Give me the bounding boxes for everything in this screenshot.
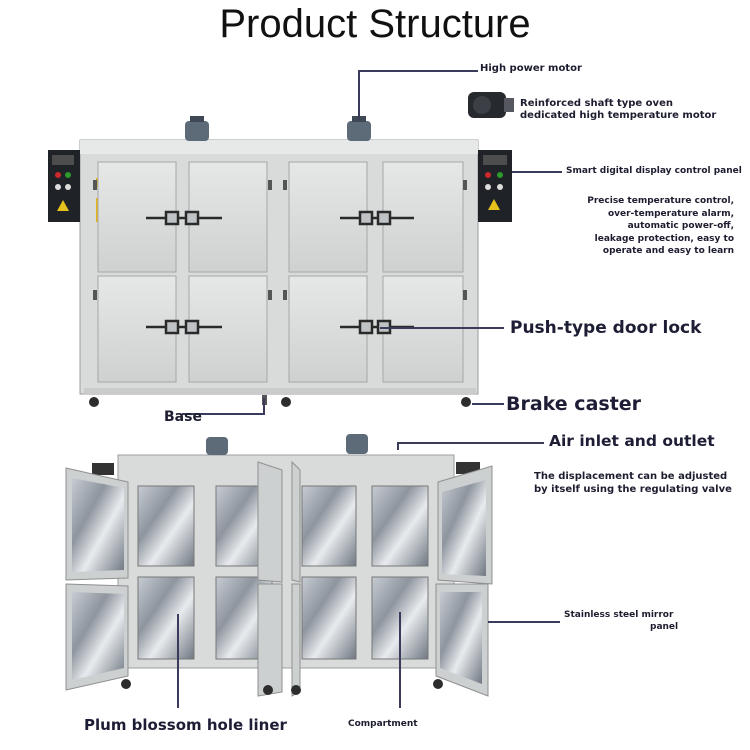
label-base: Base bbox=[164, 409, 202, 425]
control-desc-line: over-temperature alarm, bbox=[607, 208, 734, 219]
label-air-inlet: Air inlet and outlet bbox=[549, 432, 715, 450]
label-hole-liner: Plum blossom hole liner bbox=[84, 716, 287, 734]
caster-icon bbox=[89, 397, 471, 407]
page-title: Product Structure bbox=[219, 2, 531, 46]
label-control-panel: Smart digital display control panel bbox=[566, 166, 742, 176]
label-high-power-motor: High power motor bbox=[480, 63, 582, 74]
control-desc-line: automatic power-off, bbox=[627, 221, 734, 231]
control-desc-line: Precise temperature control, bbox=[587, 196, 734, 206]
motor-icon bbox=[468, 92, 514, 118]
label-brake-caster: Brake caster bbox=[506, 393, 642, 415]
label-displacement-1: The displacement can be adjusted bbox=[534, 471, 728, 482]
leader-lines bbox=[177, 70, 562, 708]
label-motor-desc-1: Reinforced shaft type oven bbox=[520, 98, 673, 109]
control-desc-line: leakage protection, easy to bbox=[594, 233, 734, 244]
control-description: Precise temperature control, over-temper… bbox=[587, 195, 734, 258]
label-compartment: Compartment bbox=[348, 719, 418, 729]
motor-icon bbox=[185, 116, 371, 141]
label-mirror-panel-2: panel bbox=[650, 622, 679, 632]
label-door-lock: Push-type door lock bbox=[510, 318, 702, 338]
closed-oven bbox=[48, 116, 512, 407]
control-panel-icon bbox=[48, 150, 512, 222]
control-desc-line: operate and easy to learn bbox=[602, 246, 734, 256]
open-oven bbox=[65, 434, 493, 697]
label-displacement-2: by itself using the regulating valve bbox=[534, 484, 732, 495]
label-motor-desc-2: dedicated high temperature motor bbox=[520, 110, 717, 121]
label-mirror-panel-1: Stainless steel mirror bbox=[564, 610, 674, 620]
